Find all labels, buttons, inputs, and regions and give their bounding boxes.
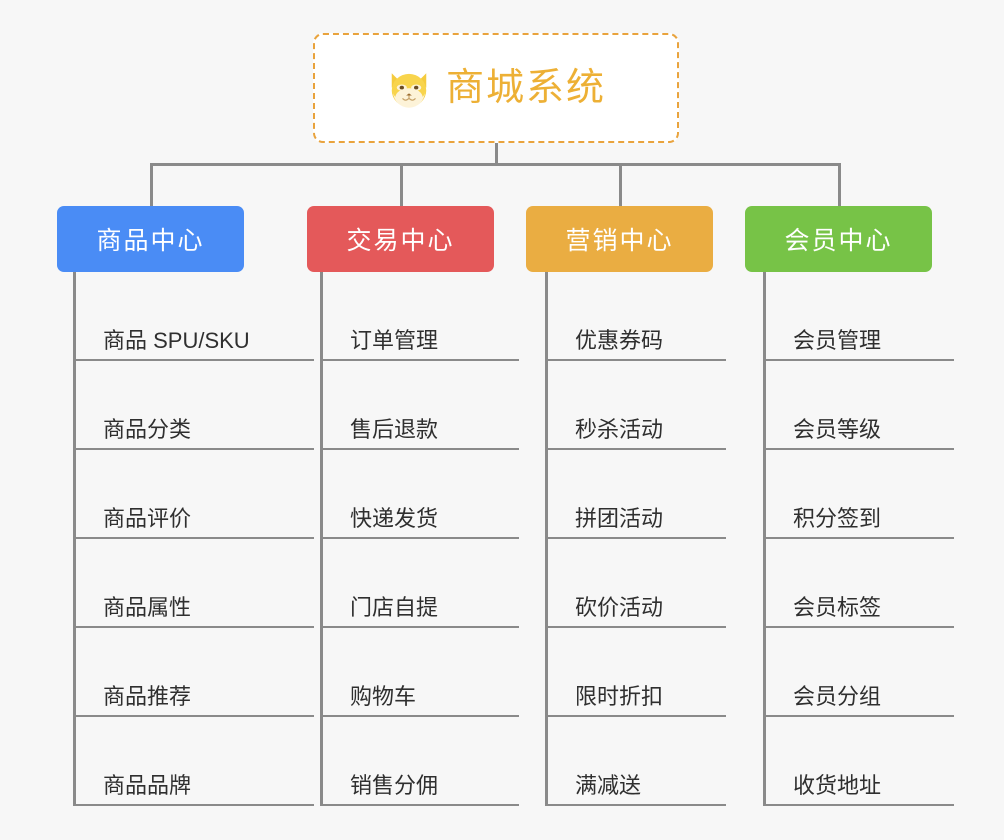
leaf-item-label: 商品属性 (103, 594, 192, 620)
leaf-item-label: 商品品牌 (103, 772, 192, 798)
leaf-item-label: 售后退款 (350, 416, 439, 442)
leaf-item[interactable]: 砍价活动 (545, 539, 726, 628)
category-drop-line-3 (618, 163, 622, 206)
leaf-item-label: 商品推荐 (103, 683, 192, 709)
leaf-item[interactable]: 商品评价 (73, 450, 314, 539)
leaf-item-label: 会员分组 (793, 683, 882, 709)
category-box-2[interactable]: 交易中心 (307, 206, 494, 272)
leaf-item-label: 砍价活动 (575, 594, 664, 620)
root-title: 商城系统 (445, 67, 606, 109)
column-trunk-line (545, 272, 548, 806)
leaf-column-2: 订单管理售后退款快递发货门店自提购物车销售分佣 (320, 272, 523, 806)
leaf-item[interactable]: 拼团活动 (545, 450, 726, 539)
leaf-item-label: 商品 SPU/SKU (103, 327, 250, 353)
leaf-item-label: 满减送 (575, 772, 642, 798)
leaf-item[interactable]: 积分签到 (763, 450, 954, 539)
leaf-item-label: 会员标签 (793, 594, 882, 620)
leaf-item[interactable]: 售后退款 (320, 361, 519, 450)
leaf-item[interactable]: 会员标签 (763, 539, 954, 628)
category-label: 营销中心 (565, 227, 674, 255)
column-trunk-line (763, 272, 766, 806)
category-box-4[interactable]: 会员中心 (745, 206, 932, 272)
leaf-item-label: 快递发货 (350, 505, 439, 531)
column-trunk-line (320, 272, 323, 806)
leaf-item[interactable]: 销售分佣 (320, 717, 519, 806)
leaf-column-3: 优惠券码秒杀活动拼团活动砍价活动限时折扣满减送 (545, 272, 730, 806)
category-box-3[interactable]: 营销中心 (526, 206, 713, 272)
leaf-item-label: 购物车 (350, 683, 417, 709)
leaf-item[interactable]: 会员等级 (763, 361, 954, 450)
leaf-item[interactable]: 优惠券码 (545, 272, 726, 361)
leaf-item-label: 积分签到 (793, 505, 882, 531)
leaf-item-label: 订单管理 (350, 327, 439, 353)
leaf-item-label: 会员管理 (793, 327, 882, 353)
category-drop-line-2 (399, 163, 403, 206)
leaf-item[interactable]: 商品 SPU/SKU (73, 272, 314, 361)
leaf-column-1: 商品 SPU/SKU 商品分类商品评价商品属性商品推荐商品品牌 (73, 272, 318, 806)
distribution-bar-line (150, 163, 839, 166)
leaf-item-label: 秒杀活动 (575, 416, 664, 442)
category-label: 商品中心 (96, 227, 205, 255)
leaf-item-label: 收货地址 (793, 772, 882, 798)
leaf-item-label: 优惠券码 (575, 327, 664, 353)
leaf-item-label: 商品分类 (103, 416, 192, 442)
leaf-item[interactable]: 商品推荐 (73, 628, 314, 717)
root-stem-line (495, 143, 498, 166)
category-label: 交易中心 (346, 227, 455, 255)
leaf-item[interactable]: 商品品牌 (73, 717, 314, 806)
leaf-item[interactable]: 会员分组 (763, 628, 954, 717)
shiba-dog-face-icon (391, 73, 427, 108)
root-node[interactable]: 商城系统 (313, 33, 679, 143)
leaf-item[interactable]: 购物车 (320, 628, 519, 717)
leaf-item[interactable]: 限时折扣 (545, 628, 726, 717)
leaf-item-label: 会员等级 (793, 416, 882, 442)
leaf-item[interactable]: 商品分类 (73, 361, 314, 450)
leaf-item-label: 限时折扣 (575, 683, 664, 709)
leaf-item-label: 门店自提 (350, 594, 439, 620)
leaf-item[interactable]: 商品属性 (73, 539, 314, 628)
leaf-item-label: 商品评价 (103, 505, 192, 531)
leaf-item[interactable]: 秒杀活动 (545, 361, 726, 450)
leaf-item[interactable]: 订单管理 (320, 272, 519, 361)
leaf-item[interactable]: 收货地址 (763, 717, 954, 806)
category-drop-line-1 (149, 163, 153, 206)
leaf-item[interactable]: 快递发货 (320, 450, 519, 539)
category-box-1[interactable]: 商品中心 (57, 206, 244, 272)
column-trunk-line (73, 272, 76, 806)
leaf-item-label: 销售分佣 (350, 772, 439, 798)
category-drop-line-4 (837, 163, 841, 206)
leaf-item[interactable]: 满减送 (545, 717, 726, 806)
category-label: 会员中心 (784, 227, 893, 255)
leaf-column-4: 会员管理会员等级积分签到会员标签会员分组收货地址 (763, 272, 958, 806)
leaf-item[interactable]: 会员管理 (763, 272, 954, 361)
leaf-item[interactable]: 门店自提 (320, 539, 519, 628)
leaf-item-label: 拼团活动 (575, 505, 664, 531)
